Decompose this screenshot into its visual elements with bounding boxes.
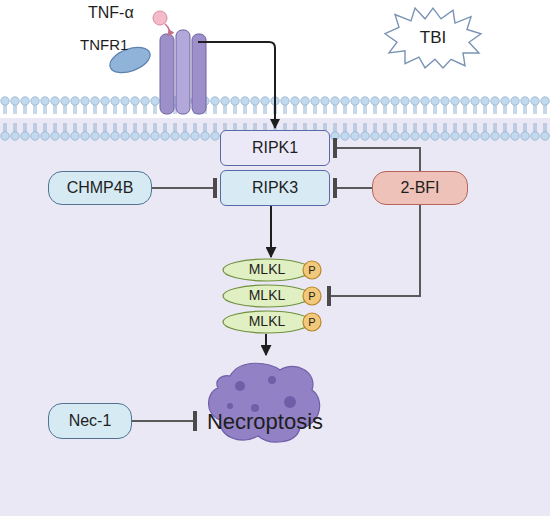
cell-fragment <box>227 403 233 409</box>
dying-cell: Necroptosis <box>200 356 330 446</box>
ligand-symbol <box>153 11 167 25</box>
activation-arrow <box>270 206 272 257</box>
receptor-helix <box>160 34 174 114</box>
inhibition-line <box>132 420 195 422</box>
node-text: Necroptosis <box>207 410 323 434</box>
cell-interior <box>0 118 550 516</box>
receptor-helix <box>176 30 190 114</box>
inhibition-line <box>152 187 215 189</box>
node-text: 2-BFI <box>400 179 439 197</box>
node-text: TBI <box>420 29 446 48</box>
node-text: CHMP4B <box>67 179 134 197</box>
protein-ellipse: MLKL <box>222 310 312 334</box>
protein-ellipse: MLKL <box>222 258 312 282</box>
inhibitor-box: 2-BFI <box>372 171 468 205</box>
cell-fragment <box>235 381 245 391</box>
phospho-circle-fill <box>303 287 321 305</box>
receptor-label: TNFR1 <box>80 36 128 53</box>
phospho-circle: P <box>302 286 322 306</box>
activation-arrow <box>265 334 267 355</box>
node-text: MLKL <box>249 262 286 277</box>
node-text: RIPK3 <box>252 179 298 197</box>
inhibition-line <box>335 187 372 189</box>
phospho-circle-fill <box>303 313 321 331</box>
receptor-helix <box>192 34 206 114</box>
burst-outline-fill <box>385 8 481 68</box>
trigger-burst: TBI <box>383 6 483 70</box>
node-text: P <box>308 264 315 276</box>
protein-box: RIPK3 <box>220 170 330 206</box>
node-text: MLKL <box>249 314 286 329</box>
protein-ellipse-fill <box>223 285 311 307</box>
phospho-circle: P <box>302 312 322 332</box>
protein-ellipse-fill <box>223 259 311 281</box>
inhibition-line <box>329 205 420 296</box>
node-text: MLKL <box>249 288 286 303</box>
node-text: P <box>308 290 315 302</box>
cell-fragment <box>284 396 296 408</box>
node-text: P <box>308 316 315 328</box>
protein-ellipse-fill <box>223 311 311 333</box>
ligand-label: TNF-α <box>88 4 134 22</box>
inhibition-line <box>335 148 420 171</box>
phospho-circle: P <box>302 260 322 280</box>
node-text: Nec-1 <box>69 412 112 430</box>
regulator-box: CHMP4B <box>48 171 152 205</box>
cell-fragment <box>268 376 276 384</box>
signal-arrow <box>198 42 275 128</box>
phospho-circle-fill <box>303 261 321 279</box>
protein-ellipse: MLKL <box>222 284 312 308</box>
protein-box: RIPK1 <box>220 130 330 166</box>
node-text: RIPK1 <box>252 139 298 157</box>
inhibitor-box: Nec-1 <box>48 403 132 439</box>
binding-arrow <box>165 24 169 36</box>
